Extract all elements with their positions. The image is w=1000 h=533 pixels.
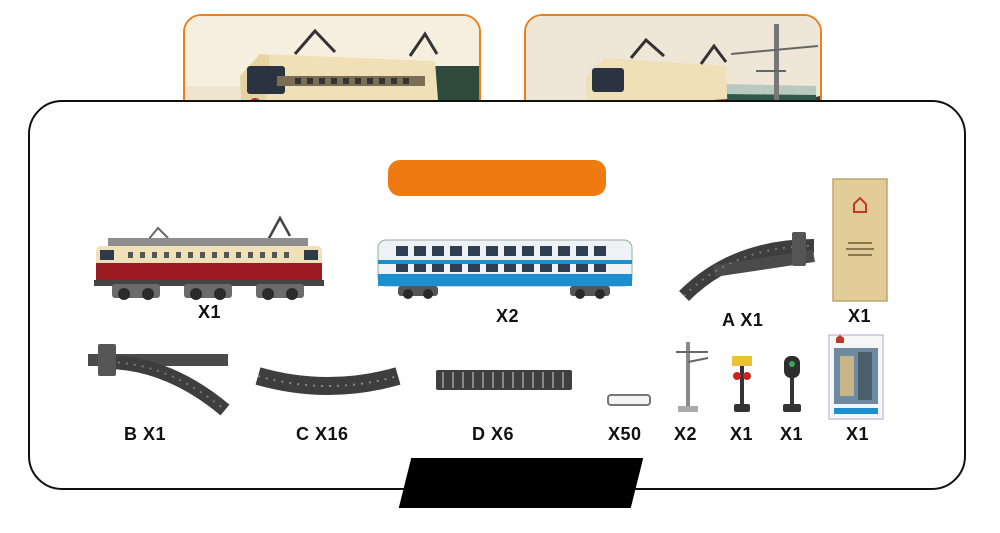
catenary-pole-image [672,338,712,421]
straight-track-d-qty: D X6 [472,424,515,444]
bottom-label-bar [398,458,644,508]
switch-track-b-image [80,340,235,425]
traffic-signal-qty: X1 [780,424,804,444]
manual-booklet-image [832,178,888,307]
traffic-signal-image [778,354,806,419]
title-banner [388,160,606,196]
curved-track-c-image [252,362,404,407]
passenger-car-qty: X2 [496,306,520,326]
locomotive-image [88,208,328,308]
sticker-card-image [828,334,884,425]
crossing-signal-qty: X1 [730,424,754,444]
locomotive-qty: X1 [198,302,222,322]
sticker-card-qty: X1 [846,424,870,444]
switch-track-a-image [674,226,824,311]
catenary-pole-qty: X2 [674,424,698,444]
track-connector-qty: X50 [608,424,642,444]
switch-track-a-qty: A X1 [722,310,764,330]
passenger-car-image [374,236,636,307]
crossing-signal-image [728,354,756,419]
curved-track-c-qty: C X16 [296,424,349,444]
track-connector-image [606,392,652,413]
switch-track-b-qty: B X1 [124,424,167,444]
manual-booklet-qty: X1 [848,306,872,326]
straight-track-d-image [434,366,574,399]
